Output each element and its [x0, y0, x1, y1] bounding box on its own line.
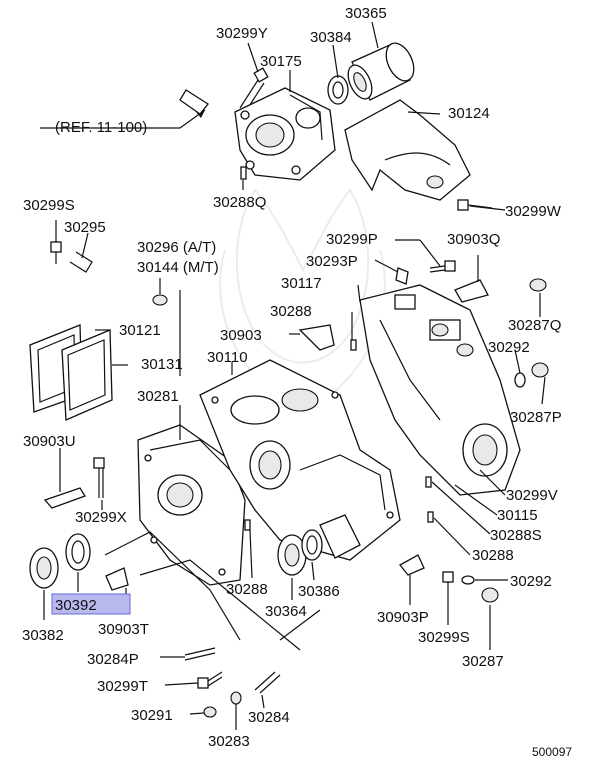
label-30365[interactable]: 30365 — [345, 5, 387, 22]
label-30292-right[interactable]: 30292 — [488, 339, 530, 356]
label-30115[interactable]: 30115 — [497, 507, 538, 524]
washer-30292-right[interactable] — [514, 372, 526, 388]
stud-30284p[interactable] — [184, 647, 216, 661]
left-cover-group — [29, 241, 168, 591]
oil-seal-30382[interactable] — [29, 547, 59, 589]
pin-30288-low[interactable] — [244, 519, 251, 531]
label-30903u[interactable]: 30903U — [23, 433, 76, 450]
label-30291[interactable]: 30291 — [131, 707, 173, 724]
washer-30283[interactable] — [230, 691, 242, 705]
label-30299t[interactable]: 30299T — [97, 678, 148, 695]
label-30288s[interactable]: 30288S — [490, 527, 542, 544]
clip-30295[interactable] — [69, 251, 93, 273]
bolt-30299t[interactable] — [197, 671, 223, 689]
label-30903-mid[interactable]: 30903 — [220, 327, 262, 344]
oil-seal-30364[interactable] — [277, 534, 307, 576]
bracket-30903q[interactable] — [454, 279, 489, 303]
label-30295[interactable]: 30295 — [64, 219, 106, 236]
nut-30291[interactable] — [203, 706, 217, 718]
bracket-30903u[interactable] — [43, 487, 86, 509]
label-30287[interactable]: 30287 — [462, 653, 504, 670]
label-30299v[interactable]: 30299V — [506, 487, 558, 504]
leader-lines — [43, 21, 546, 730]
stud-30284[interactable] — [254, 671, 281, 694]
label-30392[interactable]: 30392 — [55, 597, 97, 614]
label-30382[interactable]: 30382 — [22, 627, 64, 644]
pin-30288-right[interactable] — [427, 511, 434, 523]
clip-30293p[interactable] — [395, 267, 409, 285]
diagram-code: 500097 — [532, 745, 572, 759]
label-30299y[interactable]: 30299Y — [216, 25, 268, 42]
label-30364[interactable]: 30364 — [265, 603, 307, 620]
label-30121[interactable]: 30121 — [119, 322, 161, 339]
label-30384[interactable]: 30384 — [310, 29, 352, 46]
label-30299s-top[interactable]: 30299S — [23, 197, 75, 214]
part-labels: (REF. 11-100) 30299Y 30365 30384 30175 3… — [22, 5, 572, 759]
label-30386[interactable]: 30386 — [298, 583, 340, 600]
dust-cover-30365[interactable] — [343, 39, 419, 103]
label-30299w[interactable]: 30299W — [505, 203, 562, 220]
label-30288-right[interactable]: 30288 — [472, 547, 514, 564]
studs-group — [184, 647, 281, 718]
label-30288q[interactable]: 30288Q — [213, 194, 266, 211]
label-30131[interactable]: 30131 — [141, 356, 183, 373]
highlight-30392 — [51, 593, 131, 615]
label-30296[interactable]: 30296 (A/T) — [137, 239, 216, 256]
extension-30386-adapter — [319, 514, 361, 559]
label-30287p[interactable]: 30287P — [510, 409, 562, 426]
label-30281[interactable]: 30281 — [137, 388, 179, 405]
transfer-case-30281[interactable] — [137, 424, 246, 586]
label-30124[interactable]: 30124 — [448, 105, 490, 122]
label-ref[interactable]: (REF. 11-100) — [55, 119, 147, 136]
label-30284[interactable]: 30284 — [248, 709, 290, 726]
ring-30386[interactable] — [301, 529, 323, 561]
plug-30287[interactable] — [481, 587, 499, 603]
nut-30296[interactable] — [152, 294, 168, 306]
bolt-30299x[interactable] — [93, 457, 105, 498]
plug-30287p[interactable] — [531, 362, 549, 378]
label-30110[interactable]: 30110 — [207, 349, 248, 366]
bolt-30299s-top[interactable] — [50, 241, 62, 264]
plug-30287q[interactable] — [529, 278, 547, 292]
bolt-30299s-low[interactable] — [442, 571, 454, 583]
label-30117[interactable]: 30117 — [281, 275, 322, 292]
pin-30288-mid[interactable] — [350, 339, 357, 351]
ref-bracket — [179, 89, 209, 115]
transfer-case-30110[interactable] — [199, 359, 401, 561]
bracket-30903p[interactable] — [399, 554, 425, 576]
label-30903q[interactable]: 30903Q — [447, 231, 500, 248]
ring-30392[interactable] — [65, 533, 91, 571]
washer-30292-low[interactable] — [461, 575, 475, 585]
label-30299s-low[interactable]: 30299S — [418, 629, 470, 646]
label-30283[interactable]: 30283 — [208, 733, 250, 750]
label-30903p[interactable]: 30903P — [377, 609, 429, 626]
label-30287q[interactable]: 30287Q — [508, 317, 561, 334]
label-30299p-top[interactable]: 30299P — [326, 231, 378, 248]
ref-leader — [40, 109, 206, 129]
transfer-case-30117[interactable] — [359, 284, 521, 496]
label-30288-low[interactable]: 30288 — [226, 581, 268, 598]
protector-30124[interactable] — [344, 99, 471, 201]
extension-housing-30175[interactable] — [234, 87, 336, 181]
bolt-30299p-top[interactable] — [429, 260, 456, 273]
label-30144[interactable]: 30144 (M/T) — [137, 259, 219, 276]
oil-seal-30384[interactable] — [327, 75, 349, 105]
extension-housing-group — [40, 39, 493, 211]
label-30175[interactable]: 30175 — [260, 53, 302, 70]
label-30903t[interactable]: 30903T — [98, 621, 149, 638]
bracket-30903-mid[interactable] — [298, 324, 335, 351]
label-30293p[interactable]: 30293P — [306, 253, 358, 270]
pin-30288s[interactable] — [425, 476, 432, 488]
bracket-30903t[interactable] — [105, 567, 129, 591]
pin-30288q[interactable] — [240, 166, 247, 180]
gasket-30131[interactable] — [61, 329, 113, 421]
label-30288-mid[interactable]: 30288 — [270, 303, 312, 320]
label-30292-low[interactable]: 30292 — [510, 573, 552, 590]
label-30284p[interactable]: 30284P — [87, 651, 139, 668]
label-30299x[interactable]: 30299X — [75, 509, 127, 526]
